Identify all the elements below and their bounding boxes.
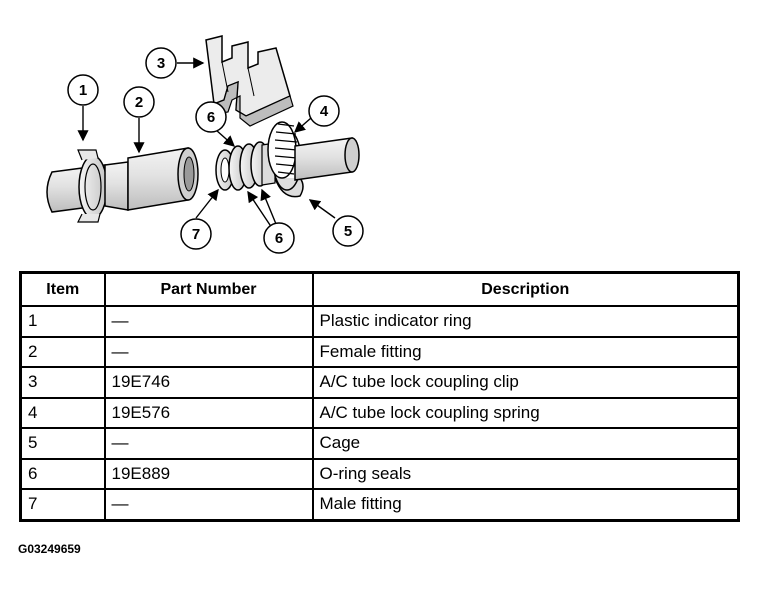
callout-1: 1 — [67, 74, 99, 106]
callout-6-upper-label: 6 — [207, 109, 215, 126]
table-row: 4 19E576 A/C tube lock coupling spring — [19, 396, 740, 429]
right-tube-drawing — [294, 137, 360, 181]
part-number-cell: 19E576 — [103, 396, 314, 429]
callout-4: 4 — [308, 95, 340, 127]
part-number-column-header: Part Number — [103, 271, 314, 307]
leader-lines — [77, 57, 336, 229]
callout-4-label: 4 — [320, 103, 329, 120]
table-row: 1 — Plastic indicator ring — [19, 305, 740, 338]
callout-2-label: 2 — [135, 94, 143, 111]
callout-5-label: 5 — [344, 223, 352, 240]
description-cell: Female fitting — [311, 335, 740, 368]
item-cell: 4 — [19, 396, 106, 429]
coupling-spring-drawing — [267, 121, 298, 179]
parts-table: Item Part Number Description 1 — Plastic… — [19, 271, 740, 522]
item-cell: 1 — [19, 305, 106, 338]
description-cell: A/C tube lock coupling clip — [311, 366, 740, 399]
part-number-cell: 19E746 — [103, 366, 314, 399]
description-cell: Plastic indicator ring — [311, 305, 740, 338]
description-cell: Male fitting — [311, 488, 740, 522]
table-row: 6 19E889 O-ring seals — [19, 457, 740, 490]
plastic-indicator-ring-drawing — [46, 149, 108, 223]
callout-5: 5 — [332, 215, 364, 247]
description-cell: A/C tube lock coupling spring — [311, 396, 740, 429]
callout-6-lower-label: 6 — [275, 230, 283, 247]
callout-3-label: 3 — [157, 55, 165, 72]
callout-1-label: 1 — [79, 82, 87, 99]
description-cell: O-ring seals — [311, 457, 740, 490]
table-row: 5 — Cage — [19, 427, 740, 460]
table-header-row: Item Part Number Description — [19, 271, 740, 307]
table-row: 3 19E746 A/C tube lock coupling clip — [19, 366, 740, 399]
callout-6-upper: 6 — [195, 101, 227, 133]
part-number-cell: — — [103, 427, 314, 460]
coupling-clip-drawing — [205, 35, 294, 127]
callout-7: 7 — [180, 218, 212, 250]
item-cell: 5 — [19, 427, 106, 460]
item-cell: 2 — [19, 335, 106, 368]
part-number-cell: — — [103, 488, 314, 522]
callout-7-label: 7 — [192, 226, 200, 243]
item-cell: 6 — [19, 457, 106, 490]
description-column-header: Description — [311, 271, 740, 307]
callout-6-lower: 6 — [263, 222, 295, 254]
female-fitting-drawing — [104, 147, 199, 211]
exploded-diagram: 1 2 3 4 5 6 7 6 — [46, 35, 364, 254]
part-number-cell: — — [103, 335, 314, 368]
table-row: 7 — Male fitting — [19, 488, 740, 522]
item-column-header: Item — [19, 271, 106, 307]
part-number-cell: 19E889 — [103, 457, 314, 490]
part-number-cell: — — [103, 305, 314, 338]
figure-id: G03249659 — [18, 542, 81, 556]
description-cell: Cage — [311, 427, 740, 460]
item-cell: 3 — [19, 366, 106, 399]
callout-2: 2 — [123, 86, 155, 118]
table-row: 2 — Female fitting — [19, 335, 740, 368]
callout-3: 3 — [145, 47, 177, 79]
item-cell: 7 — [19, 488, 106, 522]
